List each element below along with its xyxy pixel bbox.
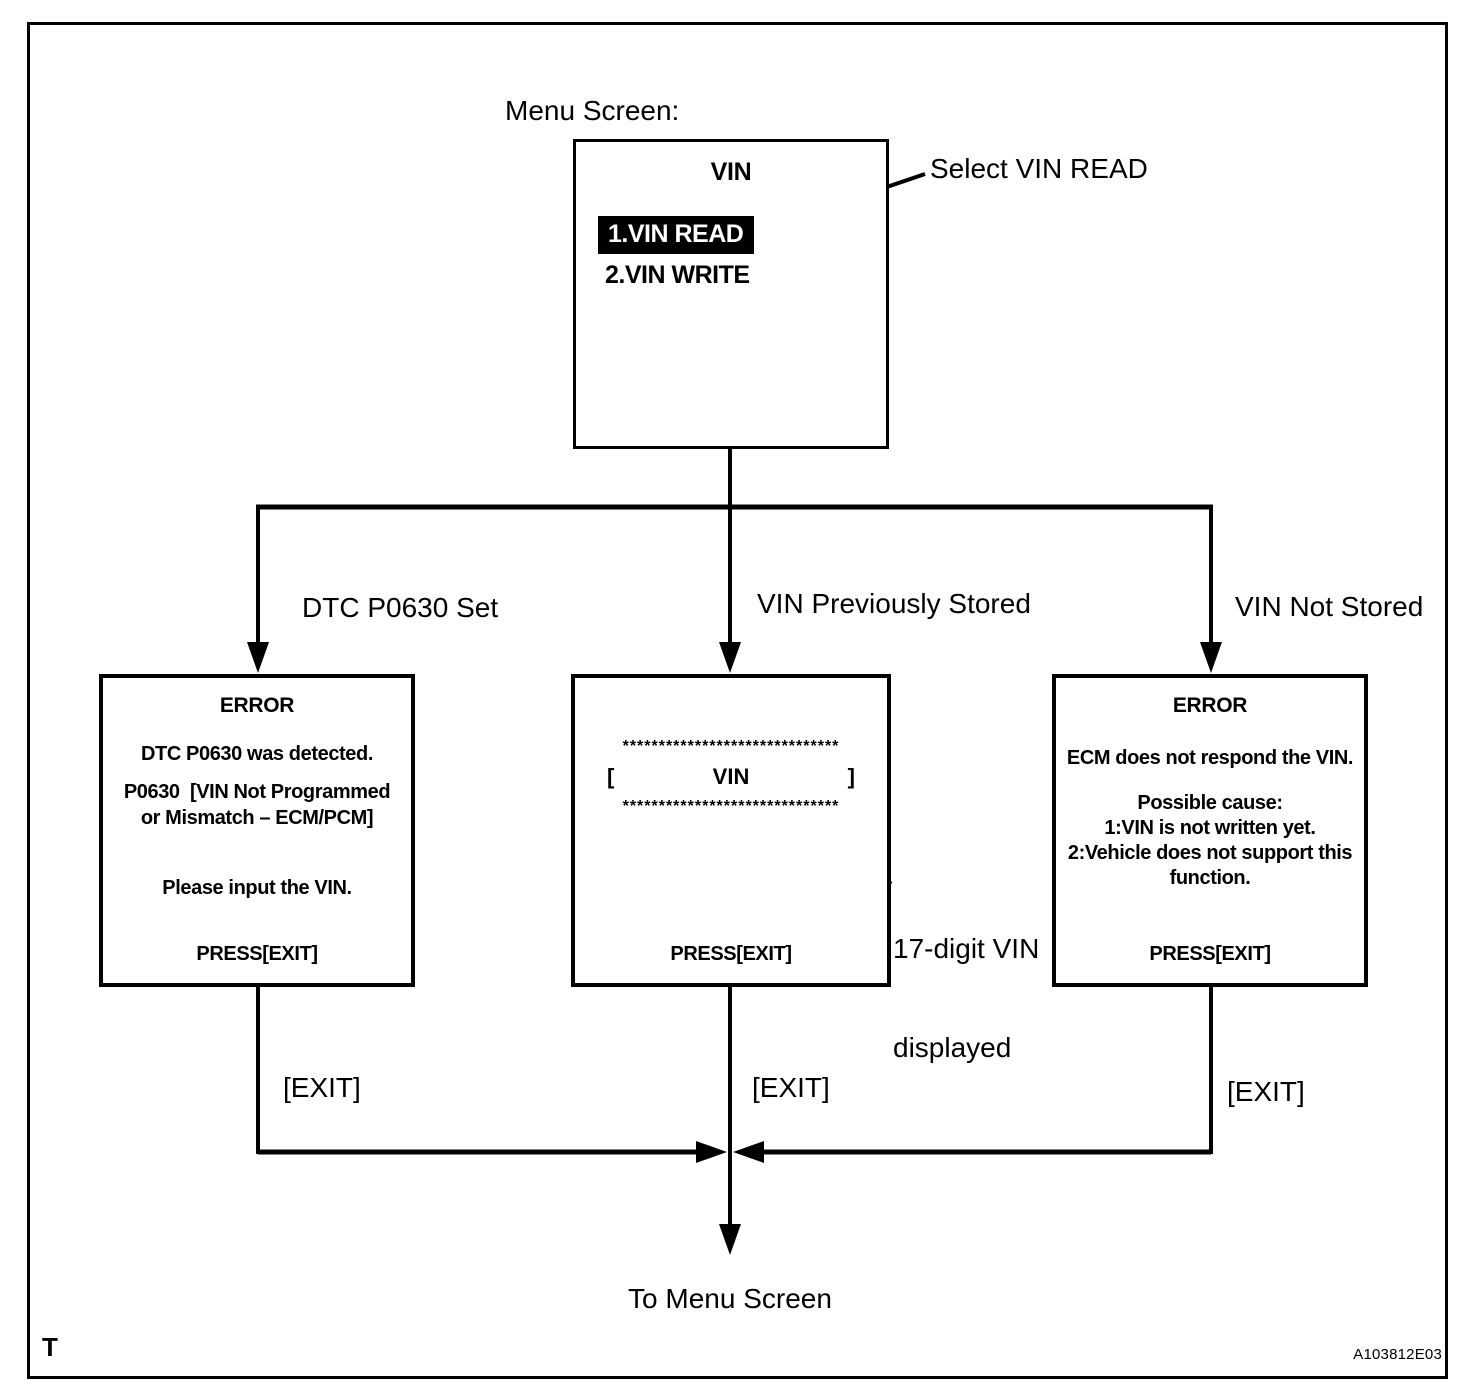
figure-border	[27, 22, 1448, 1379]
exit-label-middle: [EXIT]	[752, 1072, 830, 1103]
to-menu-screen-label: To Menu Screen	[628, 1283, 832, 1314]
dtc-error-screen-box: ERROR DTC P0630 was detected. P0630 [VIN…	[99, 674, 415, 987]
close-bracket: ]	[847, 764, 855, 789]
vin-label: VIN	[712, 764, 750, 789]
ecm-error-line: Possible cause:	[1137, 792, 1283, 814]
dtc-error-title: ERROR	[219, 694, 295, 717]
asterisk-row-bottom: ******************************	[622, 798, 840, 815]
dtc-error-press-exit: PRESS[EXIT]	[196, 943, 318, 965]
menu-item-vin-write[interactable]: 2.VIN WRITE	[605, 261, 750, 289]
ecm-error-screen-box: ERROR ECM does not respond the VIN. Poss…	[1052, 674, 1368, 987]
ecm-error-press-exit: PRESS[EXIT]	[1149, 943, 1271, 965]
ecm-error-line: 1:VIN is not written yet.	[1104, 817, 1316, 839]
ecm-error-line: function.	[1169, 867, 1251, 889]
menu-screen-caption: Menu Screen:	[505, 95, 680, 126]
asterisk-row-top: ******************************	[622, 738, 840, 755]
exit-label-right: [EXIT]	[1227, 1076, 1305, 1107]
ecm-error-line: 2:Vehicle does not support this	[1067, 842, 1353, 864]
corner-mark: T	[42, 1332, 58, 1362]
vin-displayed-annotation-line2: displayed	[893, 1032, 1012, 1063]
vin-displayed-annotation-line1: 17-digit VIN	[893, 933, 1040, 964]
branch-label-dtc-set: DTC P0630 Set	[302, 592, 499, 623]
vin-value-row: [ VIN ]	[575, 764, 887, 790]
ecm-error-line: ECM does not respond the VIN.	[1066, 747, 1354, 769]
dtc-error-line: P0630 [VIN Not Programmed	[123, 781, 391, 803]
vin-displayed-annotation: 17-digit VIN displayed	[893, 866, 1039, 1130]
branch-label-vin-not-stored: VIN Not Stored	[1235, 591, 1424, 622]
open-bracket: [	[607, 764, 615, 789]
dtc-error-line: or Mismatch – ECM/PCM]	[140, 807, 374, 829]
dtc-error-line: DTC P0630 was detected.	[140, 743, 373, 765]
dtc-error-line: Please input the VIN.	[162, 877, 352, 899]
menu-item-vin-read[interactable]: 1.VIN READ	[598, 216, 755, 254]
figure-code: A103812E03	[1353, 1346, 1442, 1363]
branch-label-vin-stored: VIN Previously Stored	[757, 588, 1031, 619]
exit-label-left: [EXIT]	[283, 1072, 361, 1103]
menu-screen-box: VIN 1.VIN READ 2.VIN WRITE	[573, 139, 889, 449]
vin-display-press-exit: PRESS[EXIT]	[670, 943, 792, 965]
vin-screen-title: VIN	[710, 158, 752, 186]
select-vin-read-annotation: Select VIN READ	[930, 153, 1148, 184]
vin-display-screen-box: ****************************** [ VIN ] *…	[571, 674, 891, 987]
ecm-error-title: ERROR	[1172, 694, 1248, 717]
